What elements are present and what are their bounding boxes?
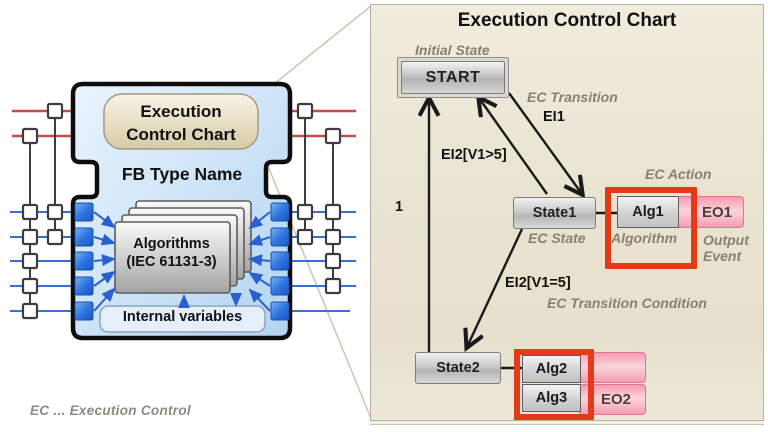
- transition-label-ei2-gt: EI2[V1>5]: [441, 147, 507, 163]
- fb-algorithms-line2: (IEC 61131-3): [126, 254, 217, 270]
- ecc-panel: Execution Control Chart Initial State EC…: [370, 4, 764, 421]
- state-start: START: [397, 57, 509, 98]
- fb-internal-variables-label: Internal variables: [122, 309, 243, 325]
- annotation-algorithm: Algorithm: [611, 230, 678, 246]
- fb-algorithms-line1: Algorithms: [133, 236, 210, 252]
- fb-algorithms-label: Algorithms (IEC 61131-3): [110, 235, 233, 271]
- fb-ecc-label-line2: Control Chart: [126, 125, 236, 144]
- transition-ei2gt-arrow: [479, 98, 548, 195]
- annotation-ec-transition: EC Transition: [527, 89, 618, 105]
- algorithm-stack: [114, 200, 252, 294]
- highlight-box-alg1: [605, 187, 697, 269]
- connector-squares: [21, 102, 342, 320]
- data-flow-arrows: [93, 211, 271, 312]
- transition-label-ei2-eq: EI2[V1=5]: [505, 275, 571, 291]
- state-state1: State1: [513, 197, 596, 229]
- annotation-ec-action: EC Action: [645, 166, 712, 182]
- algorithm-alg3: Alg3: [522, 384, 581, 412]
- ecc-title: Execution Control Chart: [457, 10, 677, 31]
- annotation-initial-state: Initial State: [415, 42, 490, 58]
- transition-label-ei1: EI1: [543, 109, 565, 125]
- ecc-arrows: [371, 92, 619, 370]
- fb-ecc-label-line1: Execution: [140, 102, 222, 121]
- output-event-eo1: EO1: [677, 196, 744, 228]
- data-ports: [74, 202, 290, 321]
- annotation-ec-transition-condition: EC Transition Condition: [547, 295, 707, 311]
- transition-ei1-arrow: [508, 92, 582, 194]
- algorithm-alg1: Alg1: [617, 196, 679, 228]
- state-start-label: START: [401, 61, 505, 94]
- transition-label-one: 1: [395, 199, 404, 215]
- highlight-box-alg2-alg3: [514, 349, 594, 420]
- fb-type-name: FB Type Name: [121, 164, 243, 184]
- annotation-ec-state: EC State: [528, 230, 586, 246]
- footnote: EC ... Execution Control: [30, 403, 191, 418]
- annotation-output-event: Output Event: [703, 232, 749, 264]
- state-state2: State2: [415, 352, 501, 384]
- transition-ei2eq-arrow: [467, 228, 524, 347]
- fb-ecc-label: Execution Control Chart: [104, 100, 258, 146]
- ecc-label-plate: [103, 93, 259, 150]
- algorithm-alg2: Alg2: [522, 355, 581, 383]
